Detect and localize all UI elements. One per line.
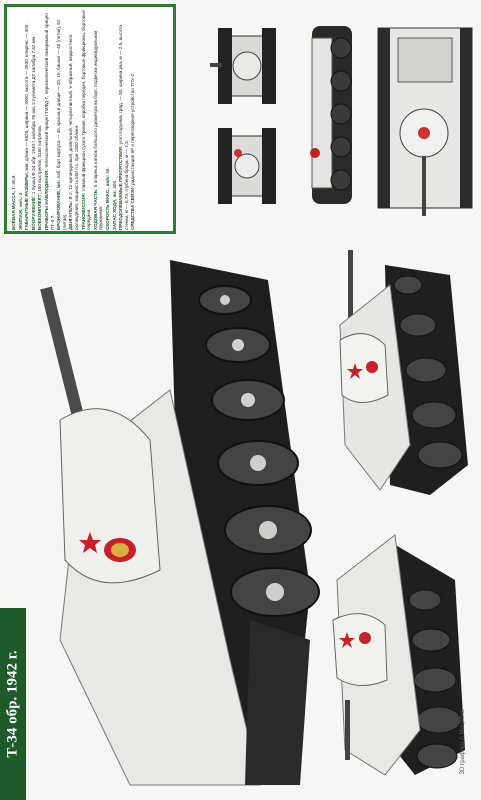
spec-line: ПРЕОДОЛЕВАЕМЫЕ ПРЕПЯТСТВИЯ: угол подъема…	[118, 10, 129, 230]
spec-line: БОЕВАЯ МАССА, т: 30,9.	[11, 10, 17, 230]
spec-value: 300.	[111, 179, 117, 189]
spec-key: ДВИГАТЕЛЬ:	[68, 199, 74, 230]
tank-side-view	[310, 26, 352, 204]
spec-line: ВООРУЖЕНИЕ: 1 пушка Ф-34 обр. 1940 г. ка…	[31, 10, 37, 230]
spec-key: БОЕКОМПЛЕКТ:	[37, 191, 43, 230]
spec-line: СКОРОСТЬ МАКС., км/ч: 55.	[105, 10, 111, 230]
spec-value: 1 пушка Ф-34 обр. 1940 г. калибра 76 мм,…	[30, 35, 36, 195]
spec-key: СРЕДСТВА СВЯЗИ:	[130, 184, 136, 230]
spec-value: 100 выстрелов, 3150 патронов.	[37, 125, 43, 192]
spec-value: длина — 6620, ширина — 3000, высота — 26…	[24, 23, 30, 162]
tank-top-views	[210, 26, 473, 216]
spec-key: ПРИБОРЫ НАБЛЮДЕНИЯ:	[43, 167, 49, 230]
spec-key: ХОДОВАЯ ЧАСТЬ:	[92, 187, 98, 230]
tank-right-lower-render	[332, 534, 465, 776]
spec-value: 55.	[104, 167, 110, 174]
credit-text: 3D графика А.Мациоха	[460, 709, 466, 775]
spec-key: СКОРОСТЬ МАКС., км/ч:	[104, 173, 110, 230]
spec-box: БОЕВАЯ МАССА, т: 30,9.ЭКИПАЖ, чел.: 4.ГА…	[4, 4, 176, 234]
spec-value: радиостанция 9Р и переговорное устройств…	[130, 72, 136, 185]
spec-line: ГАБАРИТНЫЕ РАЗМЕРЫ, мм: длина — 6620, ши…	[24, 10, 30, 230]
spec-key: БОЕВАЯ МАССА, т:	[11, 184, 16, 230]
tank-rear-view	[218, 128, 276, 204]
spec-key: ЭКИПАЖ, чел.:	[17, 195, 23, 230]
spec-line: ЭКИПАЖ, чел.: 4.	[18, 10, 24, 230]
tank-plan-view	[377, 27, 473, 216]
title-strip	[0, 608, 26, 800]
spec-line: ЗАПАС ХОДА, км: 300.	[112, 10, 118, 230]
tank-main-render	[40, 260, 320, 786]
spec-line: СРЕДСТВА СВЯЗИ: радиостанция 9Р и перего…	[130, 10, 136, 230]
spec-line: БРОНИРОВАНИЕ, мм: лоб, борт корпуса — 45…	[56, 10, 67, 230]
spec-line: ХОДОВАЯ ЧАСТЬ: 5 опорных катков большого…	[93, 10, 104, 230]
tank-front-view	[210, 28, 276, 104]
tank-right-upper-render	[339, 250, 468, 495]
spec-line: ДВИГАТЕЛЬ: В-2, 12-цилиндровый, дизельны…	[68, 10, 79, 230]
spec-line: БОЕКОМПЛЕКТ: 100 выстрелов, 3150 патроно…	[37, 10, 43, 230]
spec-value: 30,9.	[11, 174, 16, 185]
spec-line: ТРАНСМИССИЯ: главный фрикцион сухого тре…	[81, 10, 92, 230]
page-title: Т-34 обр. 1942 г.	[4, 650, 21, 758]
spec-value: 4.	[17, 191, 23, 196]
spec-key: БРОНИРОВАНИЕ, мм:	[56, 178, 62, 230]
spec-key: ГАБАРИТНЫЕ РАЗМЕРЫ, мм:	[24, 161, 30, 230]
spec-line: ПРИБОРЫ НАБЛЮДЕНИЯ: телескопический приц…	[44, 10, 55, 230]
spec-key: ПРЕОДОЛЕВАЕМЫЕ ПРЕПЯТСТВИЯ:	[118, 144, 124, 230]
spec-key: ТРАНСМИССИЯ:	[80, 191, 86, 230]
spec-text: БОЕВАЯ МАССА, т: 30,9.ЭКИПАЖ, чел.: 4.ГА…	[11, 10, 171, 230]
spec-key: ВООРУЖЕНИЕ:	[30, 194, 36, 230]
spec-key: ЗАПАС ХОДА, км:	[111, 188, 117, 230]
